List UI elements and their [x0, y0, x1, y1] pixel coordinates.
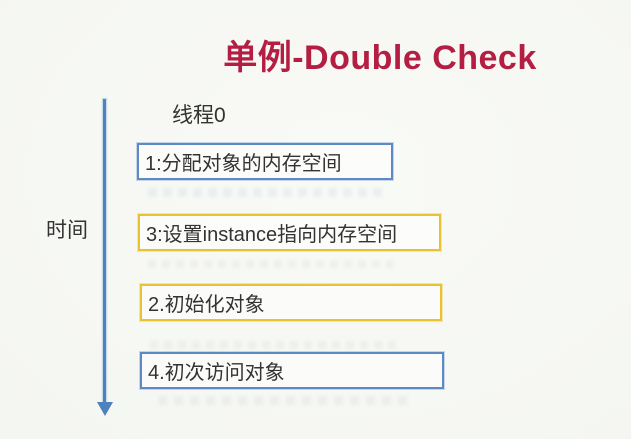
step-label-1: 1:分配对象的内存空间 [145, 153, 342, 175]
compression-ghost [148, 188, 383, 197]
step-box-3: 3:设置instance指向内存空间 [138, 214, 441, 251]
step-label-2: 2.初始化对象 [148, 294, 265, 316]
time-arrow-down-icon [97, 402, 113, 416]
compression-ghost [150, 341, 400, 349]
step-box-4: 4.初次访问对象 [140, 352, 444, 389]
step-box-2: 2.初始化对象 [140, 284, 442, 321]
thread-label: 线程0 [172, 104, 226, 127]
compression-ghost [148, 260, 398, 268]
time-arrow-shaft [103, 99, 106, 403]
compression-ghost [158, 396, 413, 405]
step-box-1: 1:分配对象的内存空间 [137, 143, 393, 180]
time-axis-label: 时间 [46, 219, 88, 242]
step-label-3: 3:设置instance指向内存空间 [146, 224, 398, 246]
slide-title: 单例-Double Check [223, 39, 537, 77]
step-label-4: 4.初次访问对象 [148, 362, 285, 384]
